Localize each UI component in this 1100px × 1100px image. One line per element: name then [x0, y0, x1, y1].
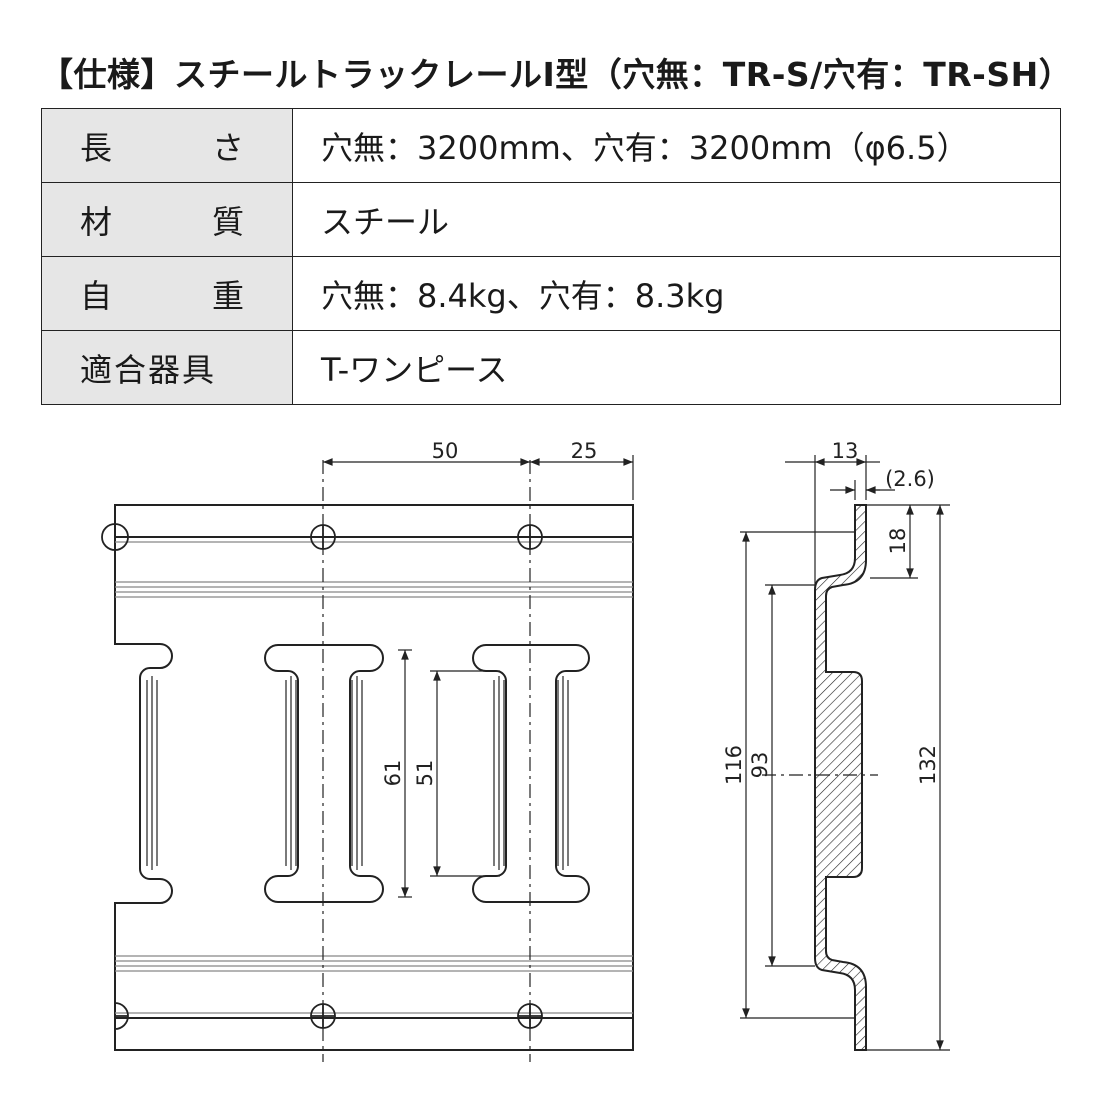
rail-outline — [114, 504, 634, 1051]
spec-label-material: 材質 — [41, 182, 293, 257]
slot-opening-2 — [471, 644, 590, 903]
slot-ribs — [146, 676, 569, 870]
dim-label-pitch: 50 — [432, 439, 459, 463]
spec-title: 【仕様】スチールトラックレールⅠ型（穴無：TR-S/穴有：TR-SH） — [40, 55, 1073, 94]
center-lines — [322, 460, 531, 1062]
dim-label-slot-inner: 51 — [413, 760, 437, 787]
front-view — [101, 455, 634, 1062]
spec-label-length: 長さ — [41, 108, 293, 183]
dim-label-slot-outer: 61 — [381, 760, 405, 787]
side-view — [740, 455, 950, 1051]
dim-label-thickness: (2.6) — [885, 467, 935, 491]
spec-value-weight: 穴無：8.4kg、穴有：8.3kg — [292, 256, 1061, 331]
spec-row-length: 長さ 穴無：3200mm、穴有：3200mm（φ6.5） — [41, 108, 1061, 183]
dim-label-93: 93 — [748, 752, 772, 779]
dim-label-edge: 25 — [571, 439, 598, 463]
spec-label-weight: 自重 — [41, 256, 293, 331]
mounting-holes — [101, 523, 543, 1030]
spec-row-weight: 自重 穴無：8.4kg、穴有：8.3kg — [41, 256, 1061, 331]
dim-label-depth: 13 — [832, 439, 859, 463]
spec-value-fitting: T-ワンピース — [292, 330, 1061, 405]
spec-label-fitting: 適合器具 — [41, 330, 293, 405]
spec-table: 長さ 穴無：3200mm、穴有：3200mm（φ6.5） 材質 スチール 自重 … — [41, 108, 1061, 405]
dim-label-total: 132 — [916, 745, 940, 785]
dim-label-116: 116 — [722, 745, 746, 785]
groove-lines-top — [115, 536, 633, 598]
spec-value-length: 穴無：3200mm、穴有：3200mm（φ6.5） — [292, 108, 1061, 183]
dim-label-flange: 18 — [886, 528, 910, 555]
spec-row-fitting: 適合器具 T-ワンピース — [41, 330, 1061, 405]
rail-profile — [814, 504, 867, 1051]
slot-opening-1 — [263, 644, 384, 903]
groove-lines-bottom — [115, 955, 633, 1019]
